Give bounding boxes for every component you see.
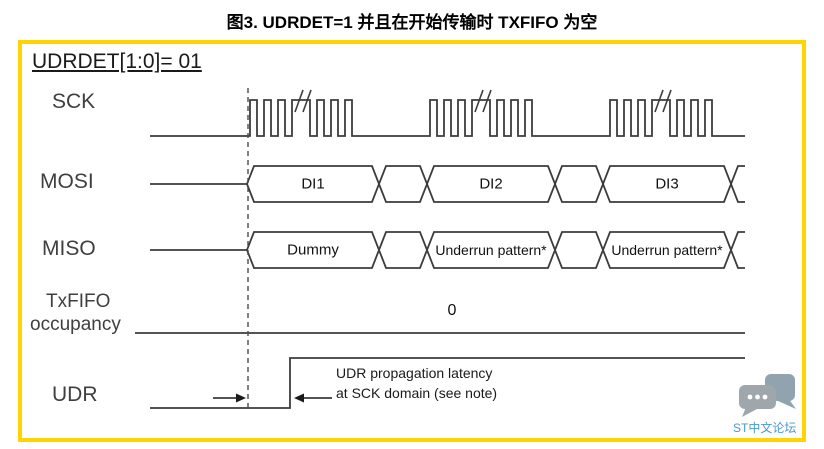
- figure-title: 图3. UDRDET=1 并且在开始传输时 TXFIFO 为空: [226, 13, 598, 32]
- sck-waveform: [150, 99, 745, 137]
- txfifo-occupancy-value: 0: [447, 302, 457, 319]
- miso-underrun2-label: Underrun pattern*: [611, 242, 723, 258]
- miso-dummy-label: Dummy: [287, 241, 339, 259]
- latency-annotation-line1: UDR propagation latency: [336, 365, 493, 381]
- mosi-di2-label: DI2: [479, 175, 503, 193]
- sck-break-marks-icon: [294, 89, 672, 113]
- signal-label-udr: UDR: [52, 383, 98, 406]
- miso-underrun1-label: Underrun pattern*: [435, 242, 547, 258]
- latency-arrowhead-left-icon: [294, 393, 304, 403]
- signal-label-mosi: MOSI: [40, 170, 94, 193]
- forum-logo-chat-bubble-icon: [739, 374, 796, 417]
- signal-label-sck: SCK: [52, 90, 96, 113]
- watermark-text: ST中文论坛: [733, 421, 797, 435]
- diagram-box: [18, 40, 806, 442]
- udr-waveform: [150, 357, 745, 409]
- signal-label-miso: MISO: [42, 237, 96, 260]
- mosi-di3-label: DI3: [655, 175, 679, 193]
- miso-waveform: [150, 231, 745, 269]
- mode-label: UDRDET[1:0]= 01: [32, 50, 202, 73]
- mosi-waveform: [150, 165, 745, 203]
- signal-label-txfifo-line1: TxFIFO: [46, 291, 111, 312]
- mosi-di1-label: DI1: [301, 175, 325, 193]
- latency-annotation-line2: at SCK domain (see note): [336, 385, 498, 401]
- latency-arrowhead-right-icon: [236, 393, 246, 403]
- signal-label-txfifo-line2: occupancy: [30, 314, 121, 335]
